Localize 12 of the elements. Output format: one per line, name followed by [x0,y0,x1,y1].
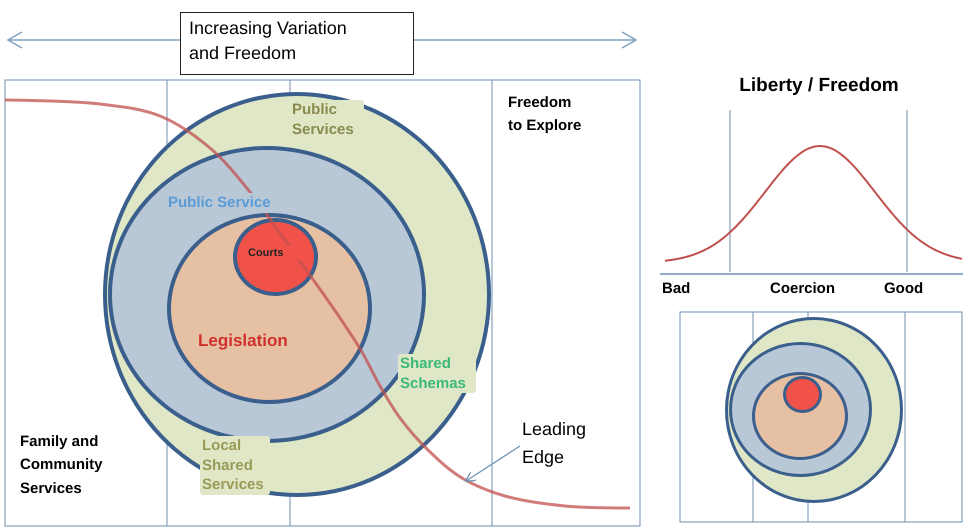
axis-label: Coercion [770,279,836,298]
chart-title: Liberty / Freedom [738,74,900,98]
circle-shape [783,376,822,413]
axis-label: Bad [662,279,692,298]
region-label: Shared Schemas [398,354,476,393]
leader-line [464,445,520,482]
region-label: Local Shared Services [200,436,270,494]
column-heading: Family and Community Services [20,432,104,498]
column-heading: Freedom to Explore [508,93,582,136]
axis-label: Good [884,279,924,298]
title-box: Increasing Variation and Freedom [180,12,414,75]
callout-text: Leading Edge [522,416,606,476]
